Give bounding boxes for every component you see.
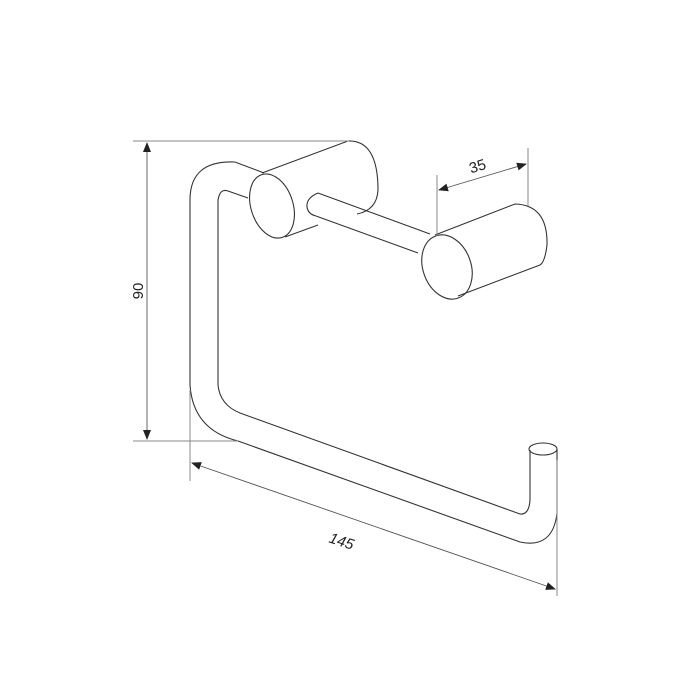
dimension-height: 90	[130, 140, 349, 442]
roll-bar	[306, 192, 431, 254]
dimension-width: 145	[189, 390, 558, 596]
mount-face	[249, 173, 295, 239]
dimension-width-label: 145	[327, 530, 357, 554]
dimension-depth: 35	[436, 148, 529, 236]
dimension-depth-label: 35	[467, 156, 488, 177]
dimension-height-label: 90	[130, 283, 147, 300]
knob-face	[421, 234, 473, 300]
wall-mount	[249, 140, 379, 239]
holder-frame	[189, 161, 558, 544]
end-knob	[421, 203, 548, 300]
end-cap	[528, 442, 558, 456]
